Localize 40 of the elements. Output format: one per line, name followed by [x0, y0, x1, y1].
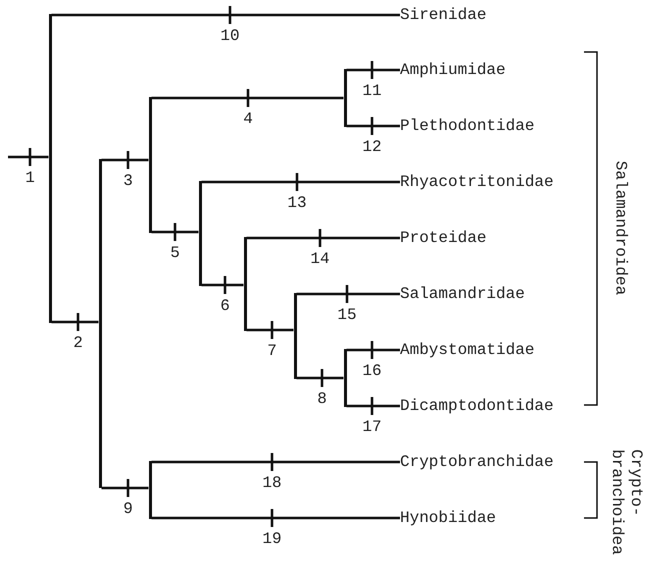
- branch-line: [6, 146, 50, 168]
- clade-junction-line: [294, 293, 296, 379]
- taxon-label: Salamandridae: [400, 284, 525, 304]
- taxon-label: Amphiumidae: [400, 60, 506, 80]
- branch-line: [150, 88, 345, 108]
- clade-junction-line: [198, 181, 202, 286]
- taxon-label: Plethodontidae: [400, 116, 534, 136]
- branch-line: [150, 452, 402, 472]
- branch-line: [50, 312, 100, 332]
- branch-line: [245, 320, 295, 340]
- branch-line: [245, 228, 402, 248]
- taxon-label: Cryptobranchidae: [400, 452, 554, 472]
- branch-line: [295, 368, 345, 388]
- clade-junction-line: [344, 349, 346, 407]
- branch-line: [295, 284, 402, 304]
- taxon-label: Ambystomatidae: [400, 340, 534, 360]
- branch-line: [345, 60, 402, 80]
- branch-line: [150, 508, 402, 528]
- clade-junction-line: [48, 14, 52, 323]
- branch-line: [345, 396, 402, 416]
- taxon-label: Hynobiidae: [400, 508, 496, 528]
- branch-line: [200, 172, 402, 192]
- clade-junction-line: [148, 97, 152, 233]
- clade-label: Salamandroidea: [610, 160, 630, 296]
- clade-junction-line: [344, 69, 346, 127]
- clade-junction-line: [98, 159, 102, 488]
- taxon-label: Rhyacotritonidae: [400, 172, 554, 192]
- clade-junction-line: [244, 237, 246, 331]
- branch-line: [100, 150, 150, 170]
- taxon-label: Proteidae: [400, 228, 486, 248]
- branch-line: [200, 274, 245, 296]
- clade-junction-line: [148, 461, 152, 519]
- branch-line: [50, 4, 402, 26]
- branch-line: [345, 340, 402, 360]
- clade-label: Crypto- branchoidea: [607, 449, 645, 555]
- branch-line: [100, 478, 150, 498]
- taxon-label: Sirenidae: [400, 5, 486, 25]
- branch-line: [150, 222, 200, 242]
- branch-line: [345, 116, 402, 136]
- taxon-label: Dicamptodontidae: [400, 396, 554, 416]
